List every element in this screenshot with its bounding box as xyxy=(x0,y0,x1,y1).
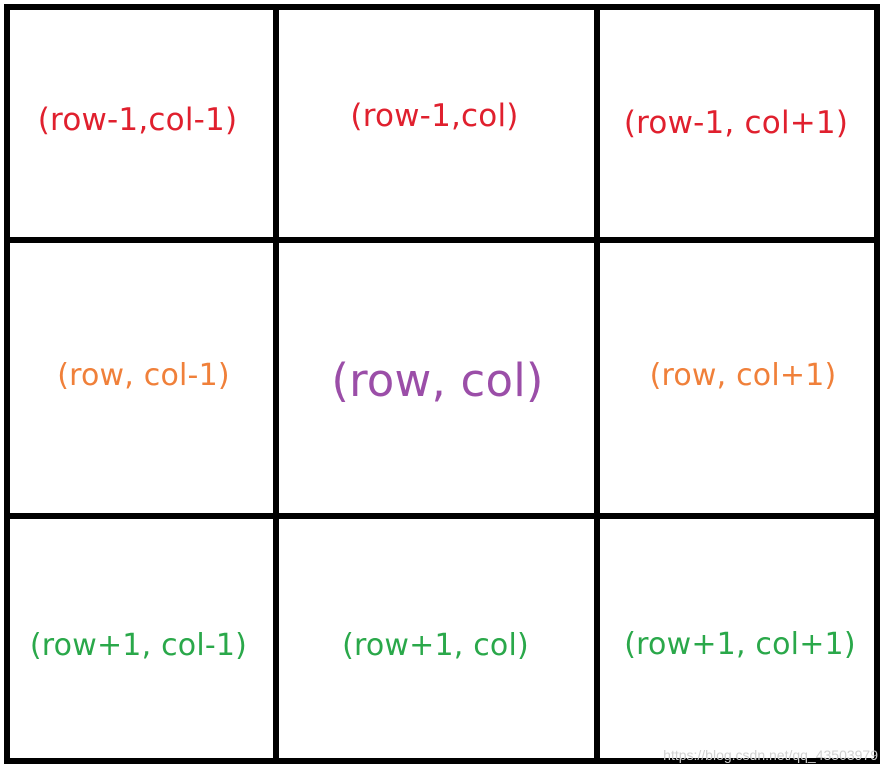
cell-row-col-minus1: (row, col-1) xyxy=(10,243,273,513)
cell-center-row-col: (row, col) xyxy=(279,243,594,513)
grid-line-horizontal-1 xyxy=(4,237,880,243)
cell-row-plus1-col: (row+1, col) xyxy=(279,519,594,758)
cell-row-minus1-col-minus1: (row-1,col-1) xyxy=(10,10,273,237)
cell-label: (row+1, col) xyxy=(342,628,529,663)
grid-line-left xyxy=(4,4,10,764)
cell-label: (row-1, col+1) xyxy=(623,104,849,141)
grid-line-top xyxy=(4,4,880,10)
grid-line-horizontal-2 xyxy=(4,513,880,519)
cell-row-minus1-col-plus1: (row-1, col+1) xyxy=(600,10,874,237)
cell-row-plus1-col-minus1: (row+1, col-1) xyxy=(10,519,273,758)
cell-row-minus1-col: (row-1,col) xyxy=(279,10,594,237)
cell-label: (row+1, col-1) xyxy=(29,628,248,663)
grid-line-vertical-1 xyxy=(273,4,279,764)
cell-row-plus1-col-plus1: (row+1, col+1) xyxy=(600,519,874,758)
cell-label: (row+1, col+1) xyxy=(624,627,856,662)
grid-line-bottom xyxy=(4,758,880,764)
watermark-url: https://blog.csdn.net/qq_43503979 xyxy=(663,747,878,763)
cell-label: (row-1,col) xyxy=(350,97,519,134)
cell-label: (row-1,col-1) xyxy=(37,101,238,138)
grid-line-right xyxy=(874,4,880,764)
cell-row-col-plus1: (row, col+1) xyxy=(600,243,874,513)
cell-label: (row, col-1) xyxy=(57,357,230,393)
cell-label: (row, col) xyxy=(331,353,544,407)
grid-line-vertical-2 xyxy=(594,4,600,764)
cell-label: (row, col+1) xyxy=(649,357,837,393)
